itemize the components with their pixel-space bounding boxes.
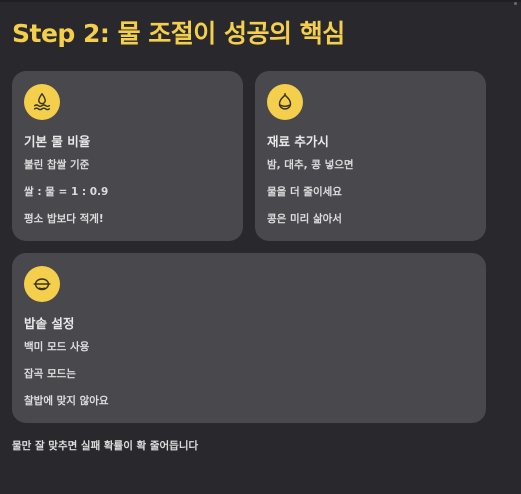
card-line: 잡곡 모드는 [24,368,76,380]
card-line: 불린 찹쌀 기준 [24,159,90,171]
card-line: 평소 밥보다 적게! [24,213,104,225]
rice-bowl-icon [24,266,60,302]
card-line: 쌀 : 물 = 1 : 0.9 [24,186,109,198]
card-rice-cooker-setting: 밥솥 설정 백미 모드 사용 잡곡 모드는 찰밥에 맞지 않아요 [12,253,486,423]
card-line: 백미 모드 사용 [24,341,90,353]
card-line: 물을 더 줄이세요 [267,186,342,198]
card-title: 재료 추가시 [267,134,329,149]
card-line: 콩은 미리 삶아서 [267,213,342,225]
top-border [0,0,521,2]
card-title: 기본 물 비율 [24,134,91,149]
card-line: 밤, 대추, 콩 넣으면 [267,159,354,171]
page-title: Step 2: 물 조절이 성공의 핵심 [12,19,345,48]
card-adding-ingredients: 재료 추가시 밤, 대추, 콩 넣으면 물을 더 줄이세요 콩은 미리 삶아서 [255,71,486,241]
corner-dot [514,2,517,5]
water-icon [24,84,60,120]
card-title: 밥솥 설정 [24,316,75,331]
chestnut-icon [267,84,303,120]
card-basic-water-ratio: 기본 물 비율 불린 찹쌀 기준 쌀 : 물 = 1 : 0.9 평소 밥보다 … [12,71,243,241]
card-line: 찰밥에 맞지 않아요 [24,395,109,407]
footer-note: 물만 잘 맞추면 실패 확률이 확 줄어듭니다 [12,440,199,452]
